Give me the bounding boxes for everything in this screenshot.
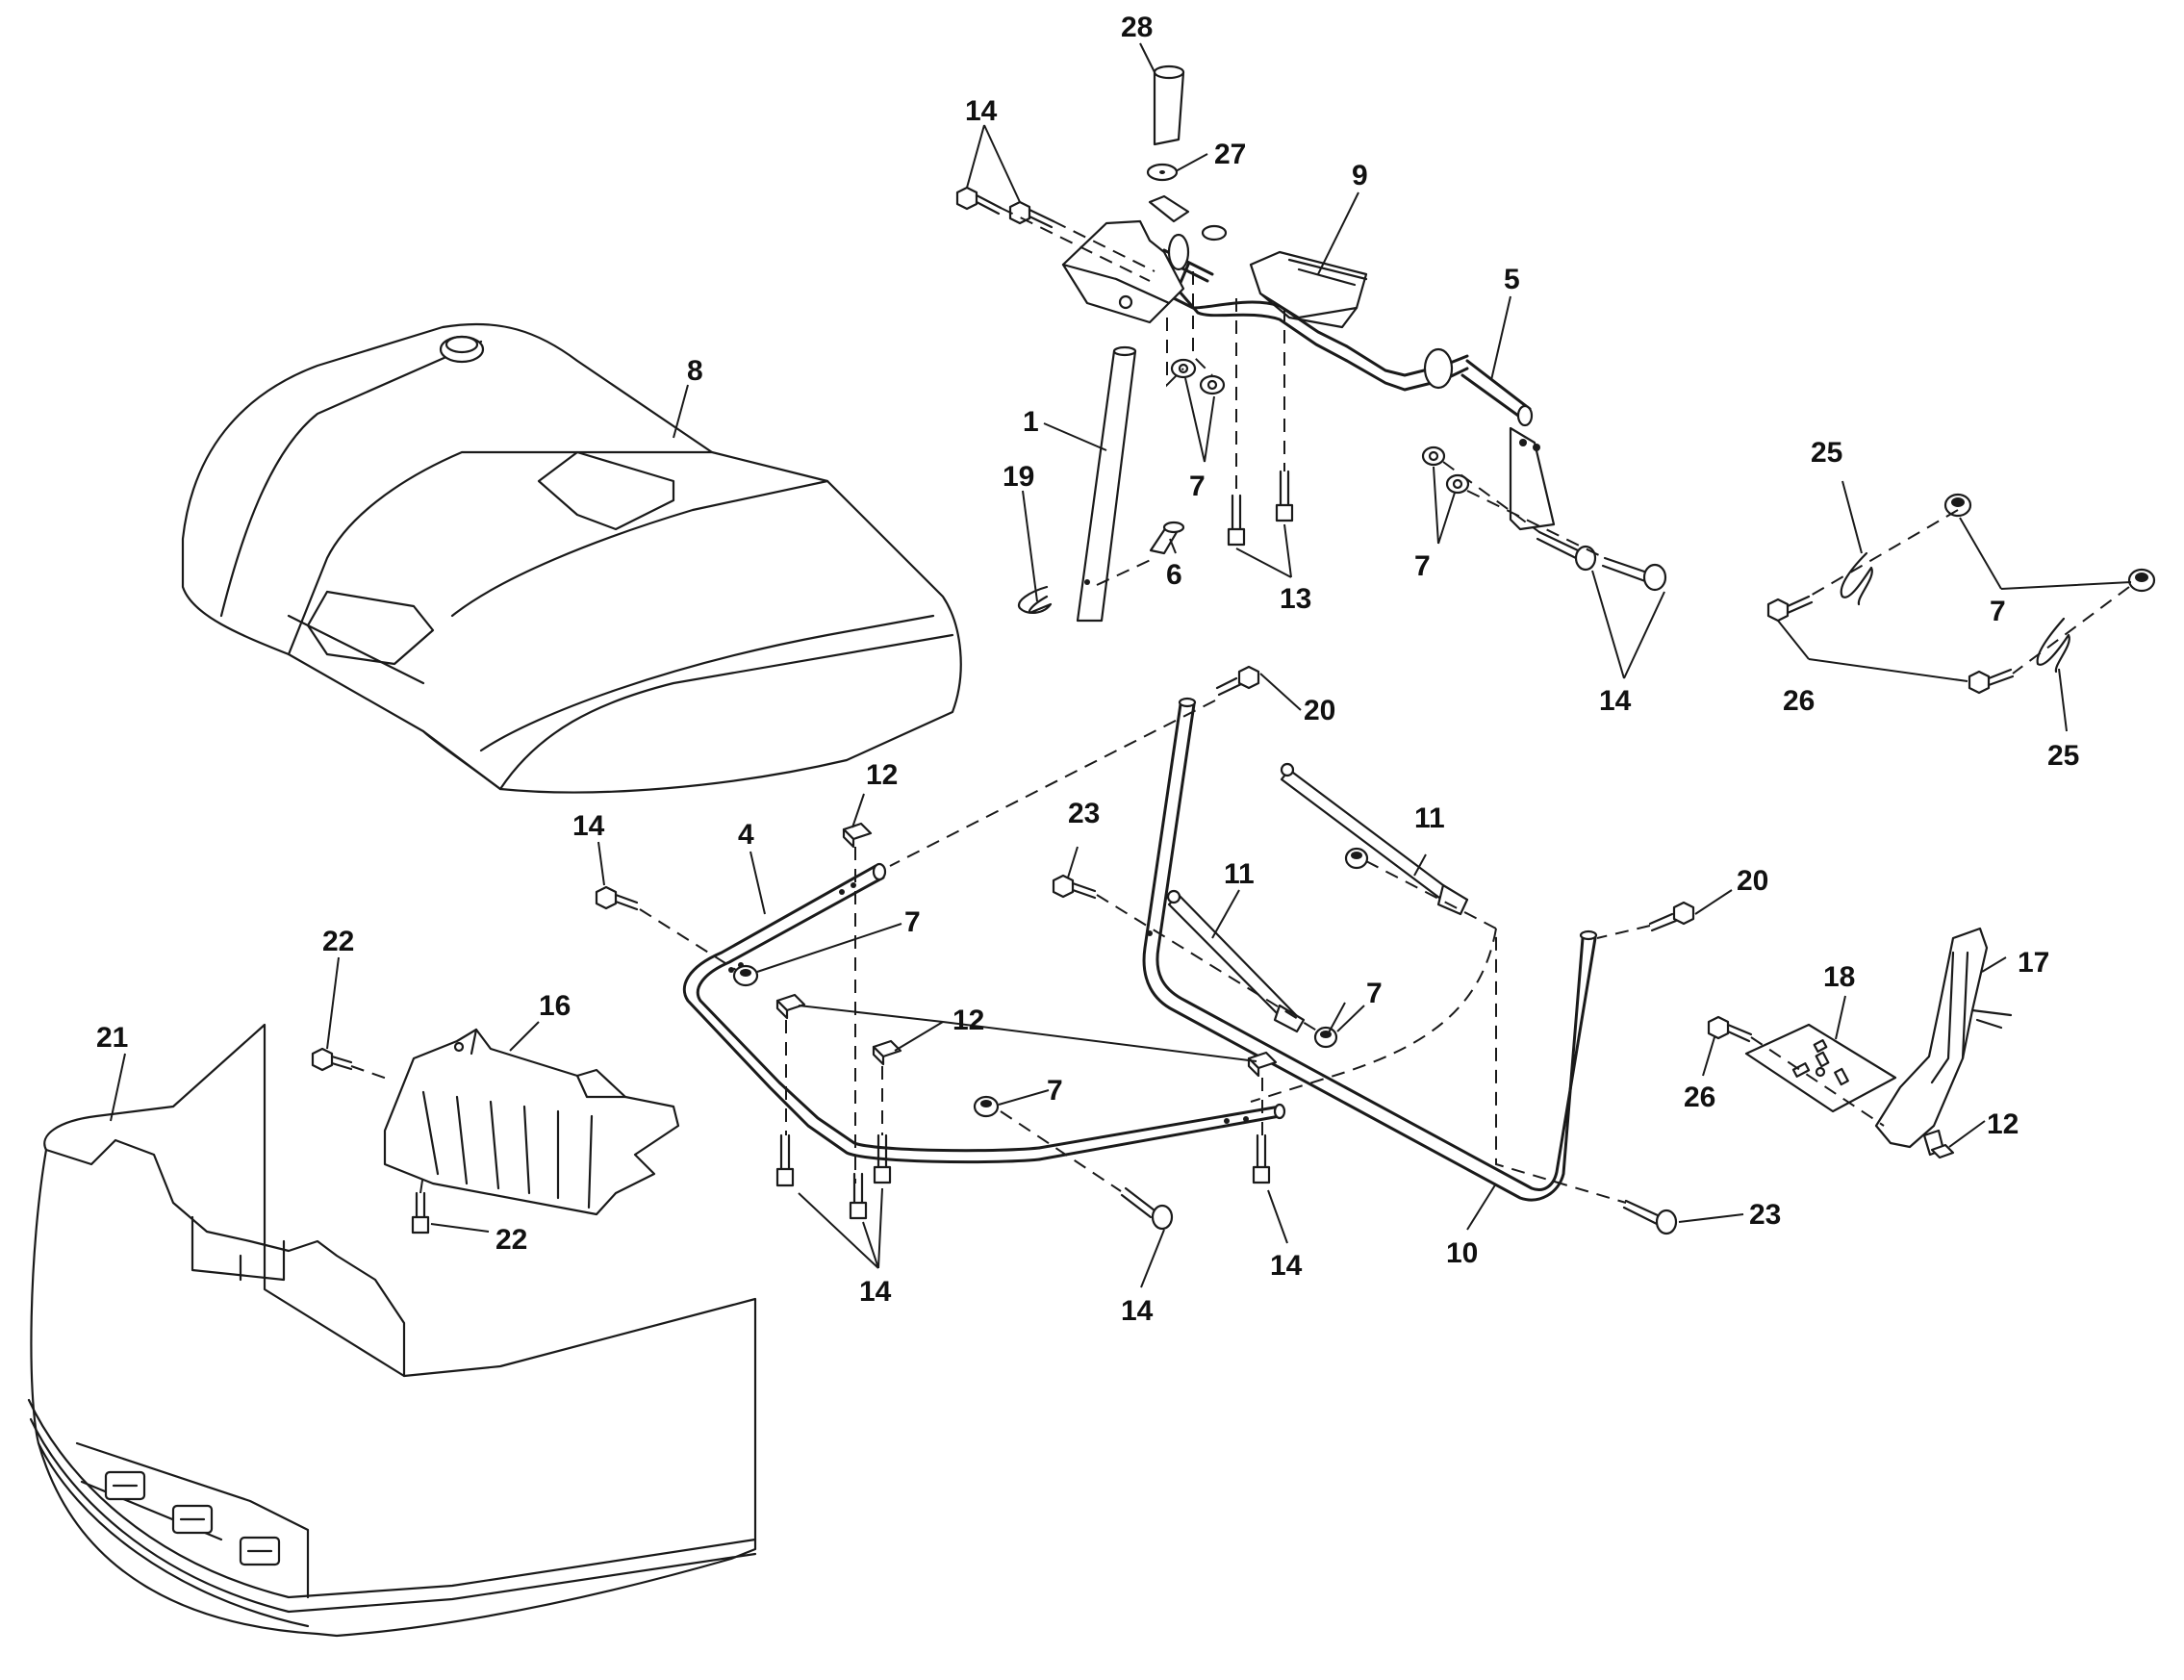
callout-28: 28	[1121, 12, 1153, 43]
callout-22-bottom: 22	[495, 1224, 527, 1256]
nut-7-right-a	[1943, 493, 1972, 518]
bolt-20-b	[1648, 901, 1695, 932]
lift-shaft-part-5	[1155, 248, 1556, 531]
nut-12-e	[1930, 1143, 1955, 1159]
clevis-pin-part-6	[1149, 521, 1185, 555]
callout-9: 9	[1352, 160, 1368, 191]
callout-7-right: 7	[1990, 596, 2006, 627]
callout-7-mid: 7	[1414, 550, 1431, 582]
nut-7-frame4-b	[973, 1095, 1000, 1118]
callout-18: 18	[1823, 961, 1855, 993]
nut-7-upper-b	[1199, 374, 1226, 395]
nut-12-c	[872, 1039, 902, 1066]
nut-7-mid-a	[1421, 445, 1446, 467]
callout-14-top: 14	[965, 95, 998, 127]
callout-20-top: 20	[1304, 695, 1335, 726]
callout-23-top: 23	[1068, 798, 1100, 829]
bolt-14-lower-c	[873, 1133, 892, 1184]
callout-11-lower: 11	[1224, 858, 1255, 890]
callout-7-frame4: 7	[904, 906, 921, 938]
hood-part-8	[181, 322, 962, 794]
bolt-23-a	[1052, 874, 1097, 900]
nut-7-mid-b	[1445, 473, 1470, 495]
callout-26-right: 26	[1783, 685, 1815, 717]
callout-12-right: 12	[1987, 1108, 2019, 1140]
callout-6: 6	[1166, 559, 1182, 591]
bolt-14-upper-a	[955, 186, 1003, 216]
callout-27: 27	[1214, 139, 1246, 170]
callout-13: 13	[1280, 583, 1311, 615]
callout-17: 17	[2018, 947, 2049, 979]
callout-7-link: 7	[1366, 978, 1383, 1009]
bolt-14-mid-a	[1536, 530, 1597, 572]
callout-14-mid: 14	[1599, 685, 1632, 717]
bolt-14-lower-b	[849, 1172, 868, 1220]
callout-14-left: 14	[572, 810, 605, 842]
bolt-23-b	[1622, 1199, 1678, 1235]
hairpin-25-a	[1840, 551, 1873, 606]
pivot-bracket	[1061, 194, 1228, 324]
callout-14-lower-left: 14	[859, 1276, 892, 1308]
callout-23-bottom: 23	[1749, 1199, 1781, 1231]
nut-7-link-a	[1344, 847, 1369, 870]
bolt-14-lower-d	[1252, 1133, 1271, 1184]
bolt-14-left	[595, 885, 639, 911]
callouts: 28 27 14 9 5 8 1 19 7 6 13 7 14 25 7 26 …	[96, 12, 2079, 1327]
bolt-14-lower-a	[775, 1133, 795, 1187]
bolt-14-lower-e	[1120, 1186, 1174, 1231]
handle-part-9	[1249, 250, 1368, 329]
callout-5: 5	[1504, 264, 1520, 295]
bolt-22-b	[411, 1191, 430, 1235]
leader-lines	[110, 42, 2132, 1288]
plate-part-18	[1744, 1023, 1897, 1113]
callout-21: 21	[96, 1022, 128, 1054]
frame-part-4	[682, 862, 1286, 1164]
grille-part-21	[27, 1023, 757, 1638]
bolt-14-mid-b	[1601, 556, 1667, 592]
link-part-11-upper	[1280, 762, 1469, 916]
link-part-11-lower	[1166, 889, 1306, 1033]
lift-rod-part-1	[1076, 345, 1137, 623]
callout-12-top: 12	[866, 759, 898, 791]
bolt-26-lower	[1707, 1015, 1753, 1043]
frame-part-10	[1142, 697, 1598, 1202]
bolt-22-a	[311, 1047, 353, 1072]
callout-12-mid: 12	[952, 1005, 984, 1036]
callout-16: 16	[539, 990, 571, 1022]
callout-14-lower-right: 14	[1270, 1250, 1303, 1282]
callout-7-lower: 7	[1047, 1075, 1063, 1107]
nut-12-a	[842, 822, 873, 849]
bolt-14-upper-b	[1008, 200, 1055, 229]
bolt-26-a	[1766, 595, 1814, 623]
callout-20-right: 20	[1737, 865, 1768, 897]
bolt-26-b	[1968, 668, 2015, 695]
bolt-20-a	[1215, 665, 1260, 697]
bolt-13-a	[1227, 494, 1246, 547]
grip-part-28	[1153, 64, 1185, 146]
callout-22-top: 22	[322, 926, 354, 957]
hairpin-25-b	[2036, 617, 2070, 674]
callout-26-lower: 26	[1684, 1082, 1715, 1113]
nut-12-d	[1247, 1051, 1278, 1078]
callout-11-upper: 11	[1414, 802, 1445, 834]
shield-part-16	[383, 1028, 680, 1216]
callout-19: 19	[1003, 461, 1034, 493]
assembly-lines	[350, 207, 2130, 1204]
nut-7-link-b	[1313, 1026, 1338, 1049]
callout-4: 4	[738, 819, 754, 851]
callout-8: 8	[687, 355, 703, 387]
nut-7-right-b	[2127, 568, 2156, 593]
washer-part-27	[1146, 163, 1179, 182]
bolt-13-b	[1275, 470, 1294, 522]
nut-12-b	[775, 993, 806, 1020]
callout-25-top: 25	[1811, 437, 1842, 469]
callout-25-bottom: 25	[2047, 740, 2079, 772]
callout-1: 1	[1023, 406, 1039, 438]
hairpin-part-19	[1017, 585, 1053, 614]
callout-10: 10	[1446, 1237, 1478, 1269]
nut-7-frame4	[732, 964, 759, 987]
callout-7-upper: 7	[1189, 471, 1206, 502]
callout-14-lower-center: 14	[1121, 1295, 1154, 1327]
